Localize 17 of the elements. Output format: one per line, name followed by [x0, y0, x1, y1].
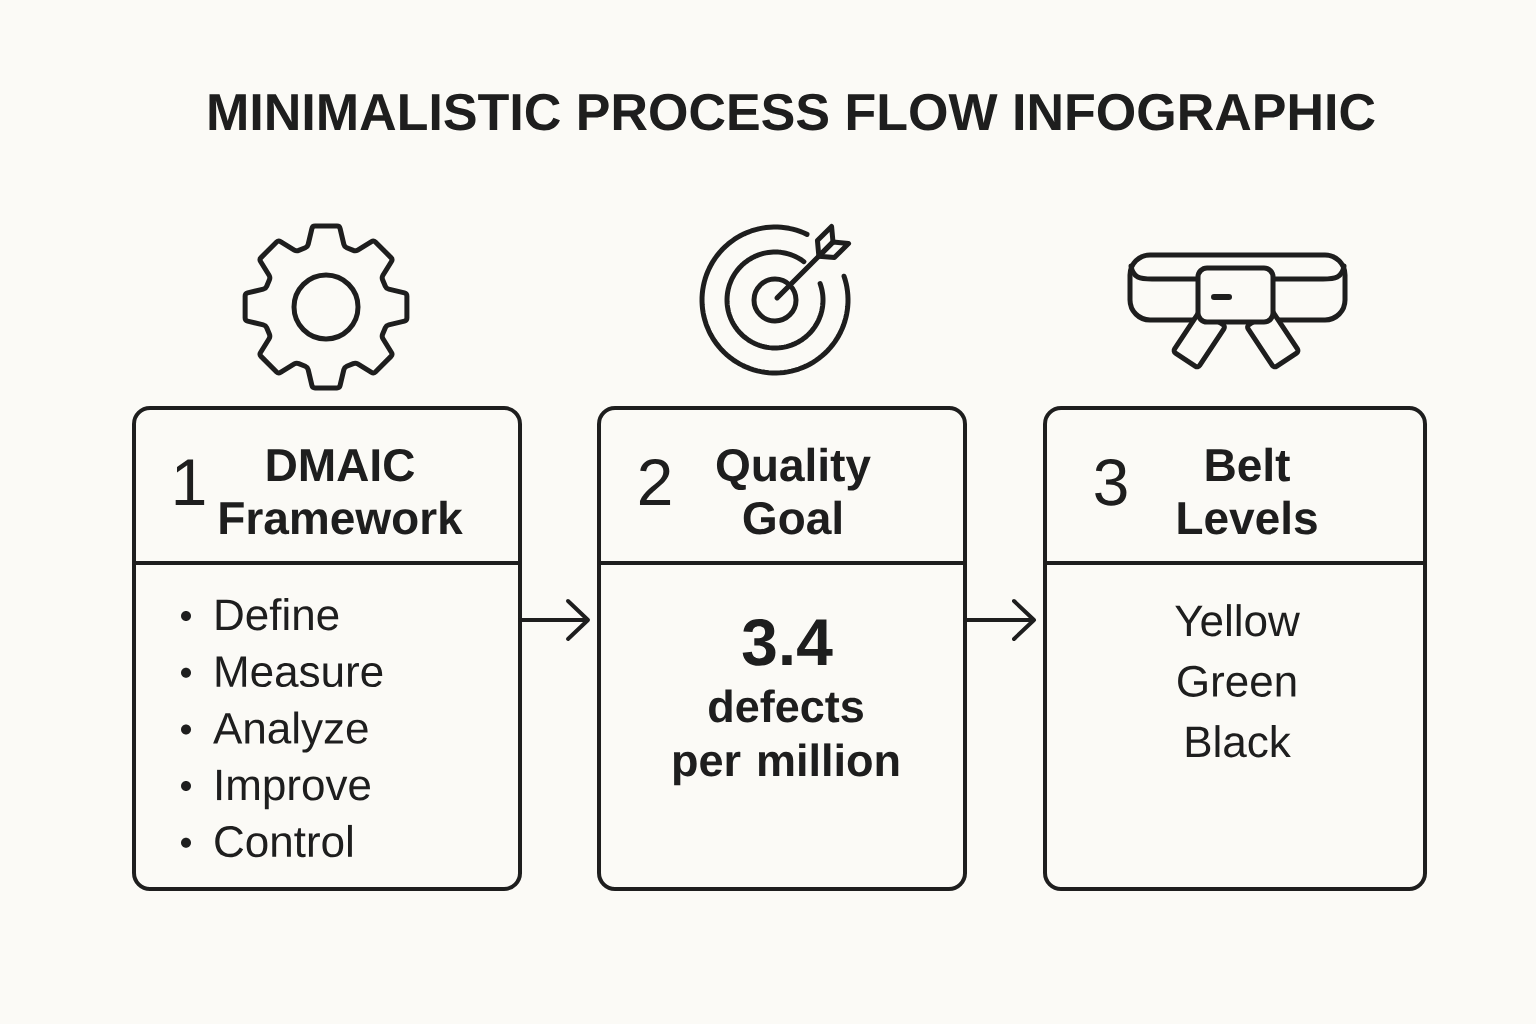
- list-item: Improve: [217, 769, 370, 810]
- step-heading: Belt Levels: [1178, 447, 1317, 535]
- list-item: Yellow: [1175, 604, 1300, 637]
- title: MINIMALISTIC PROCESS FLOW INFOGRAPHIC: [209, 93, 1375, 131]
- big-number: 3.4: [742, 618, 833, 666]
- step-number: 2: [640, 458, 671, 505]
- step-heading: DMAIC Framework: [220, 448, 463, 535]
- list-item: Green: [1178, 665, 1296, 697]
- list-item: Black: [1186, 725, 1291, 758]
- list-item: Control: [215, 824, 352, 858]
- list-item: Define: [216, 598, 339, 631]
- step-number: 1: [175, 459, 205, 505]
- step-number: 3: [1095, 458, 1127, 506]
- stat-caption: defects per million: [673, 689, 899, 786]
- list-item: Measure: [216, 656, 383, 688]
- list-item: Analyze: [213, 711, 368, 753]
- step-heading: Quality Goal: [716, 447, 871, 535]
